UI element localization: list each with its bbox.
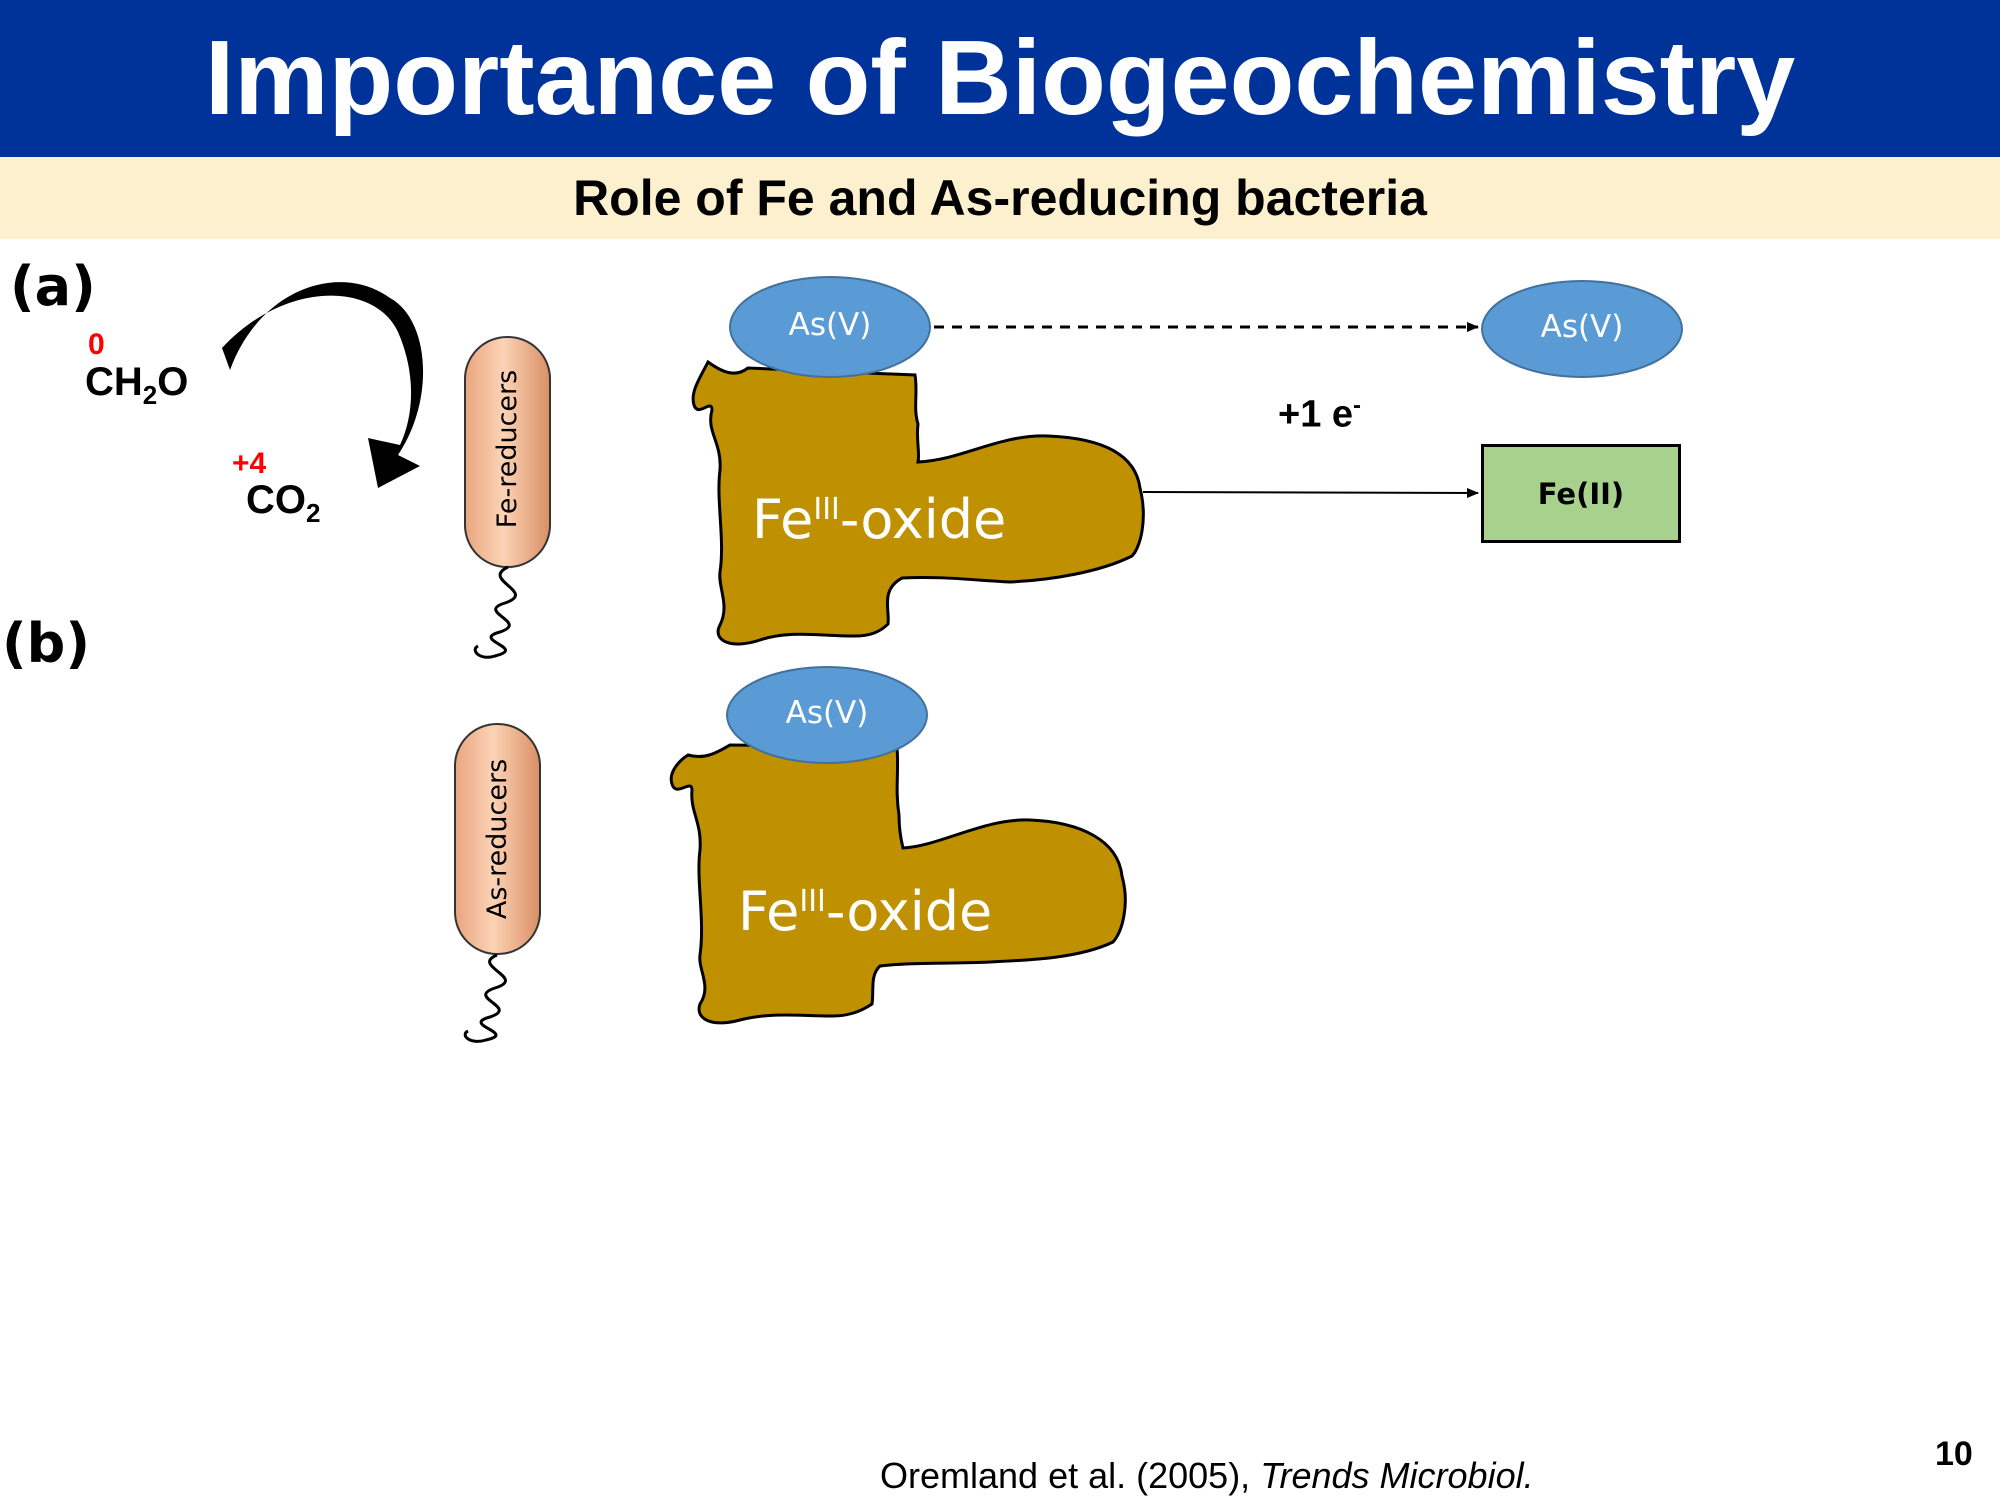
fe-reducers-label: Fe-reducers xyxy=(492,369,523,529)
fe-oxide-particle-b xyxy=(669,743,1127,1025)
fe-oxide-label-b: FeIII-oxide xyxy=(738,880,993,943)
as-v-oval-adsorbed-a xyxy=(729,276,931,378)
as-reducer-flagellum xyxy=(463,953,507,1043)
oxidation-state-co2: +4 xyxy=(232,447,267,480)
subtitle-bar xyxy=(0,157,2000,239)
oxidation-state-ch2o: 0 xyxy=(88,328,105,361)
electron-transfer-label: +1 e- xyxy=(1278,392,1362,436)
reaction-arrow xyxy=(222,282,424,488)
formula-ch2o: CH2O xyxy=(85,360,189,410)
as-v-oval-released xyxy=(1481,280,1683,378)
as-v-oval-adsorbed-b xyxy=(726,666,928,764)
as-v-label-adsorbed-a: As(V) xyxy=(788,307,872,343)
title-bar xyxy=(0,0,2000,157)
citation: Oremland et al. (2005), Trends Microbiol… xyxy=(880,1455,1534,1496)
fe-ii-product-box: Fe(II) xyxy=(1481,444,1681,543)
reduction-arrow xyxy=(1142,487,1479,498)
as-v-label-released: As(V) xyxy=(1540,309,1624,345)
as-reducer-bacterium xyxy=(454,723,541,955)
fe-ii-label: Fe(II) xyxy=(1537,476,1625,511)
citation-journal: Trends Microbiol. xyxy=(1260,1455,1534,1496)
formula-co2: CO2 xyxy=(246,478,321,528)
slide-title: Importance of Biogeochemistry xyxy=(204,19,1796,137)
fe-oxide-label-a: FeIII-oxide xyxy=(752,488,1007,551)
slide-subtitle: Role of Fe and As-reducing bacteria xyxy=(573,170,1427,226)
panel-label-b: (b) xyxy=(2,612,91,675)
fe-oxide-particle-a xyxy=(691,359,1145,646)
as-v-label-adsorbed-b: As(V) xyxy=(785,695,869,731)
fe-reducer-flagellum xyxy=(473,565,517,659)
panel-label-a: (a) xyxy=(10,255,96,318)
as-reducers-label: As-reducers xyxy=(482,758,513,920)
page-number: 10 xyxy=(1935,1435,1973,1473)
